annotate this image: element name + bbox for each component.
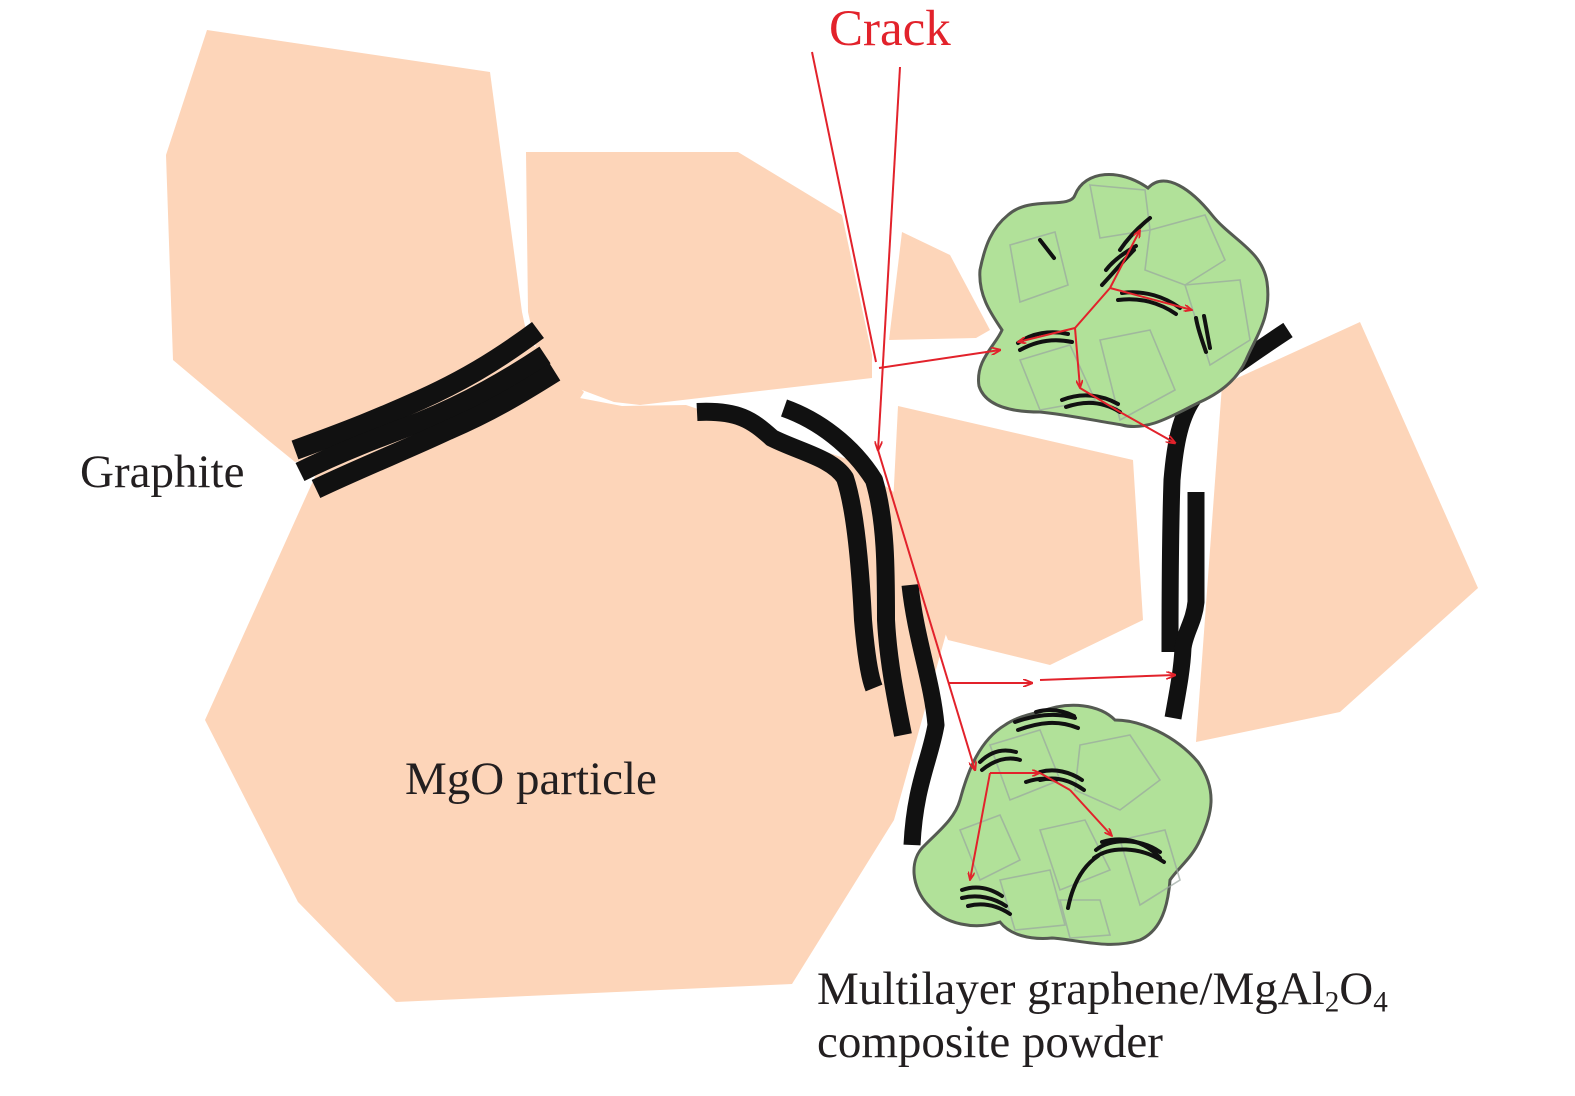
particle-top-left [166,30,584,462]
crack-branch-right [1119,411,1175,443]
graphite-flake-e [1164,492,1205,720]
particle-right [1196,322,1478,742]
graphite-stack-2 [295,346,551,481]
graphite-flake-b [780,399,912,737]
composite-label-line2: composite powder [817,1015,1163,1068]
graphite-flake-c [901,584,945,846]
composite-powder-top [977,173,1270,428]
graphite-stack-1 [291,321,544,460]
graphite-flake-a [696,402,883,692]
graphite-label: Graphite [80,446,245,498]
crack-line-left [811,51,877,363]
crack-paths [811,51,1175,770]
crack-branch-to-top-cluster [878,350,1000,369]
crack-line-right [878,66,901,450]
crack-branch-down [877,449,975,770]
particle-mgo-large [205,392,970,1002]
crack-label: Crack [829,1,951,57]
mgo-particles [166,30,1478,1002]
particle-middle-right [893,406,1143,665]
composite-powder-bottom [912,703,1213,946]
particle-top-center [526,152,872,405]
mgo-particle-label: MgO particle [405,753,657,805]
crack-branch-middle-2 [1039,675,1175,681]
composite-label-line1: Multilayer graphene/MgAl2O4 [817,963,1388,1019]
graphite-stack-3 [311,363,561,499]
particle-small-wedge [889,232,990,340]
composite-powder-label: Multilayer graphene/MgAl2O4 composite po… [817,963,1388,1068]
